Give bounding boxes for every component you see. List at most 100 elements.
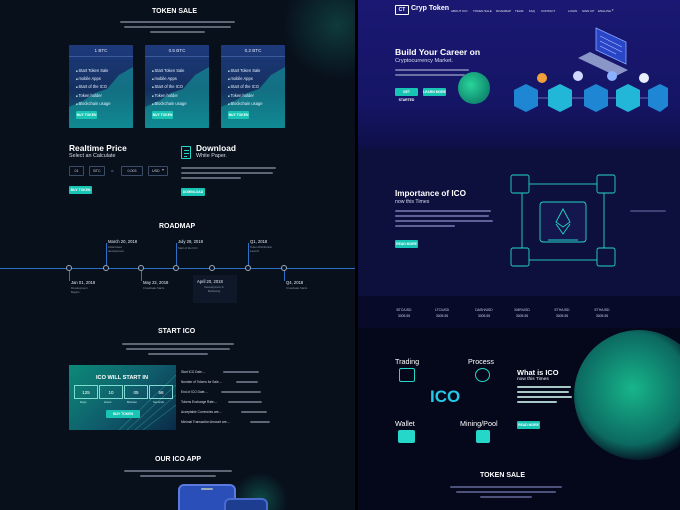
logo-text: Cryp Token <box>411 5 449 12</box>
start-ico-desc-line <box>126 348 230 350</box>
read-more-button[interactable]: READ MORE <box>395 240 418 248</box>
nav-token-sale[interactable]: TOKEN SALE <box>473 9 492 13</box>
roadmap-connector <box>284 271 285 281</box>
what-is-green-blob <box>574 330 680 460</box>
importance-desc-line <box>395 225 455 227</box>
what-is-title: What is ICO <box>517 368 559 377</box>
get-started-button[interactable]: GET STARTED <box>395 88 418 102</box>
ico-app-desc-line <box>140 475 216 477</box>
hero-green-blob <box>458 72 490 104</box>
nav-about-ico[interactable]: ABOUT ICO <box>451 9 468 13</box>
ticker-pair: ETH/USD <box>594 308 610 312</box>
download-button[interactable]: DOWNLOAD <box>181 188 205 196</box>
nav-sign-up[interactable]: SIGN UP <box>582 9 595 13</box>
roadmap-connector <box>176 243 177 266</box>
nav-contact[interactable]: CONTACT <box>541 9 556 13</box>
ticker-pair: ETH/USD <box>554 308 570 312</box>
token-sale-desc-line <box>150 31 205 33</box>
milestone-date: April 20, 2018 <box>197 279 223 284</box>
what-is-desc-line <box>517 396 572 398</box>
buy-token-button[interactable]: BUY TOKEN <box>69 186 92 194</box>
token-card: 1 BTC Start Token Sale mobile Apps Start… <box>69 45 133 128</box>
card-feature: Token holder <box>228 92 263 100</box>
card-feature-list: Start Token Sale mobile Apps Start of th… <box>152 67 187 108</box>
language-select[interactable]: ENGLISH <box>598 9 612 13</box>
nav-team[interactable]: TEAM <box>515 9 524 13</box>
card-feature: Blockchain usage <box>228 100 262 108</box>
target-currency-select[interactable]: USD <box>148 166 168 176</box>
phone-speaker <box>201 488 213 490</box>
ticker-price: 3005.55 <box>477 314 491 318</box>
ticker-price: 3005.55 <box>595 314 609 318</box>
buy-token-button[interactable]: BUY TOKEN <box>228 111 249 119</box>
ico-detail-row: Tokens Exchange Rate.... <box>181 400 218 404</box>
nav-roadmap[interactable]: ROADMAP <box>496 9 512 13</box>
token-sale-desc-line <box>120 21 235 23</box>
roadmap-node <box>103 265 109 271</box>
banner-lines-graphic <box>118 374 176 430</box>
milestone-note: Crowdsale Starts <box>143 286 165 290</box>
learn-more-button[interactable]: LEARN MORE <box>423 88 446 96</box>
feature-trading-label: Trading <box>395 357 420 366</box>
realtime-price-subtitle: Select an Calculate <box>69 153 116 159</box>
download-title: Download <box>196 143 237 153</box>
milestone-date: Q1, 2018 <box>250 239 268 244</box>
buy-token-button[interactable]: BUY TOKEN <box>76 111 97 119</box>
card-feature: Blockchain usage <box>76 100 110 108</box>
token-sale-right-desc-line <box>456 491 556 493</box>
start-ico-title: START ICO <box>158 328 196 335</box>
coin-icons <box>537 71 649 83</box>
green-glow-top <box>282 0 355 80</box>
milestone-note: Start of the ICO <box>178 246 198 250</box>
what-is-subtitle: now this Times <box>517 377 549 382</box>
what-is-desc-line <box>517 386 571 388</box>
card-feature-list: Start Token Sale mobile Apps Start of th… <box>228 67 263 108</box>
token-card: 0.2 BTC Start Token Sale mobile Apps Sta… <box>221 45 285 128</box>
milestone-note: Development & Marketing <box>204 285 224 293</box>
start-ico-desc-line <box>148 353 208 355</box>
card-feature: Start of the ICO <box>76 83 111 91</box>
milestone-date: May 22, 2018 <box>143 280 169 285</box>
ico-detail-value <box>241 411 267 413</box>
buy-token-button[interactable]: BUY TOKEN <box>152 111 173 119</box>
countdown-label: Hours <box>104 400 112 404</box>
ico-detail-row: Start ICO Date.... <box>181 370 206 374</box>
ico-detail-value <box>223 371 259 373</box>
ico-detail-row: Acceptable Currencies are.... <box>181 410 223 414</box>
ico-network-diagram <box>510 174 616 267</box>
ico-detail-row: End of ICO Date.... <box>181 390 208 394</box>
ico-detail-value <box>221 391 261 393</box>
trading-icon <box>399 368 415 382</box>
roadmap-node <box>138 265 144 271</box>
mining-icon <box>476 430 490 443</box>
ico-detail-row: Minimal Transaction Amount are.... <box>181 420 231 424</box>
buy-token-button[interactable]: BUY TOKEN <box>106 410 140 418</box>
amount-input[interactable]: 01 <box>69 166 84 176</box>
roadmap-connector <box>69 271 70 281</box>
read-more-button[interactable]: READ MORE <box>517 421 540 429</box>
roadmap-node <box>173 265 179 271</box>
ico-detail-value <box>250 421 270 423</box>
ticker-price: 3005.55 <box>397 314 411 318</box>
download-desc-line <box>181 172 273 174</box>
roadmap-node <box>209 265 215 271</box>
card-price: 0.2 BTC <box>221 45 285 57</box>
nav-faq[interactable]: FAQ <box>529 9 536 13</box>
card-feature: Token holder <box>152 92 187 100</box>
panel-divider <box>355 0 358 510</box>
card-feature: Start Token Sale <box>152 67 187 75</box>
token-sale-right-desc-line <box>480 496 532 498</box>
importance-desc-line <box>395 220 493 222</box>
ico-app-desc-line <box>124 470 232 472</box>
equals-sign: = <box>111 168 114 173</box>
nav-login[interactable]: LOGIN <box>568 9 578 13</box>
card-feature: Start of the ICO <box>152 83 187 91</box>
converted-value-field[interactable]: 0.003 <box>121 166 143 176</box>
importance-title: Importance of ICO <box>395 189 466 198</box>
ico-detail-value <box>228 401 262 403</box>
card-price: 0.5 BTC <box>145 45 209 57</box>
roadmap-connector <box>106 243 107 266</box>
currency-select[interactable]: BTC <box>89 166 105 176</box>
laptop-screen-lines <box>599 35 623 55</box>
countdown-days: 125 <box>74 385 98 399</box>
